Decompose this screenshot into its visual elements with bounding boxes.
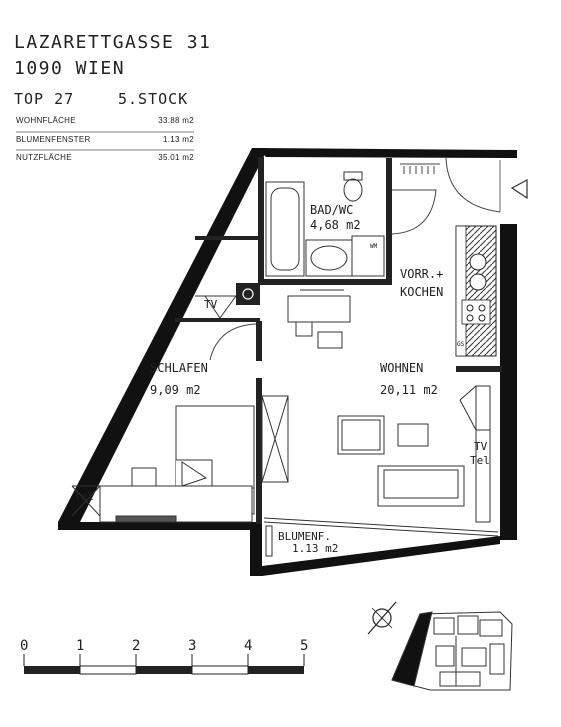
room-name-vorr: VORR.+ xyxy=(400,267,443,281)
area-label: NUTZFLÄCHE xyxy=(16,153,72,162)
wm-label: WM xyxy=(370,243,378,250)
sofa xyxy=(377,465,465,507)
room-area-schlafen: 9,09 m2 xyxy=(150,383,201,397)
tv-corner xyxy=(195,295,237,319)
unit-number: TOP 27 xyxy=(14,90,75,108)
area-value: 35.01 m2 xyxy=(158,153,194,162)
address-street: LAZARETTGASSE 31 xyxy=(14,32,212,53)
key-plan xyxy=(391,611,513,691)
shaft-icon xyxy=(242,288,254,300)
kitchen-counter xyxy=(455,225,497,357)
room-name-blumenf: BLUMENF. xyxy=(278,530,331,543)
scale-tick-5: 5 xyxy=(300,638,308,654)
area-value: 1.13 m2 xyxy=(162,135,194,144)
room-area-wohnen: 20,11 m2 xyxy=(380,383,438,397)
scale-tick-1: 1 xyxy=(76,638,84,654)
scale-bar xyxy=(23,654,305,675)
floor-label: 5.STOCK xyxy=(118,90,189,108)
washbasin xyxy=(305,239,353,277)
area-value: 33.88 m2 xyxy=(158,116,194,125)
room-name-wohnen: WOHNEN xyxy=(380,361,423,375)
address-city: 1090 WIEN xyxy=(14,58,126,79)
room-name-kochen: KOCHEN xyxy=(400,285,443,299)
interior-walls xyxy=(175,157,502,524)
scale-tick-4: 4 xyxy=(244,638,252,654)
room-name-schlafen: SCHLAFEN xyxy=(150,361,208,375)
flower-window xyxy=(263,517,499,557)
tel-label-bedroom: Tel xyxy=(74,490,94,503)
tel-corner-bedroom xyxy=(71,485,101,517)
tv-label-bedroom: TV xyxy=(204,298,218,311)
bathtub xyxy=(265,181,305,277)
scale-tick-3: 3 xyxy=(188,638,196,654)
scale-tick-0: 0 xyxy=(20,638,28,654)
tel-label-living: Tel xyxy=(470,454,490,467)
scale-tick-2: 2 xyxy=(132,638,140,654)
door-swings xyxy=(209,157,501,361)
tv-label-living: TV xyxy=(474,440,488,453)
area-label: WOHNFLÄCHE xyxy=(16,116,76,125)
desk xyxy=(99,467,253,523)
armchair xyxy=(337,415,385,455)
room-name-bad: BAD/WC xyxy=(310,203,353,217)
outer-walls xyxy=(58,148,517,576)
room-area-blumenf: 1.13 m2 xyxy=(292,542,338,555)
room-area-bad: 4,68 m2 xyxy=(310,218,361,232)
radiator xyxy=(400,163,440,174)
wardrobe xyxy=(261,395,289,483)
coffee-table xyxy=(397,423,429,447)
area-label: BLUMENFENSTER xyxy=(16,135,91,144)
toilet xyxy=(343,171,363,202)
gs-label: GS xyxy=(457,341,465,348)
dining-table xyxy=(287,289,351,349)
tv-living xyxy=(459,385,491,523)
washing-machine xyxy=(351,235,385,277)
entrance-arrow-icon xyxy=(510,179,528,200)
compass-icon xyxy=(367,601,397,635)
